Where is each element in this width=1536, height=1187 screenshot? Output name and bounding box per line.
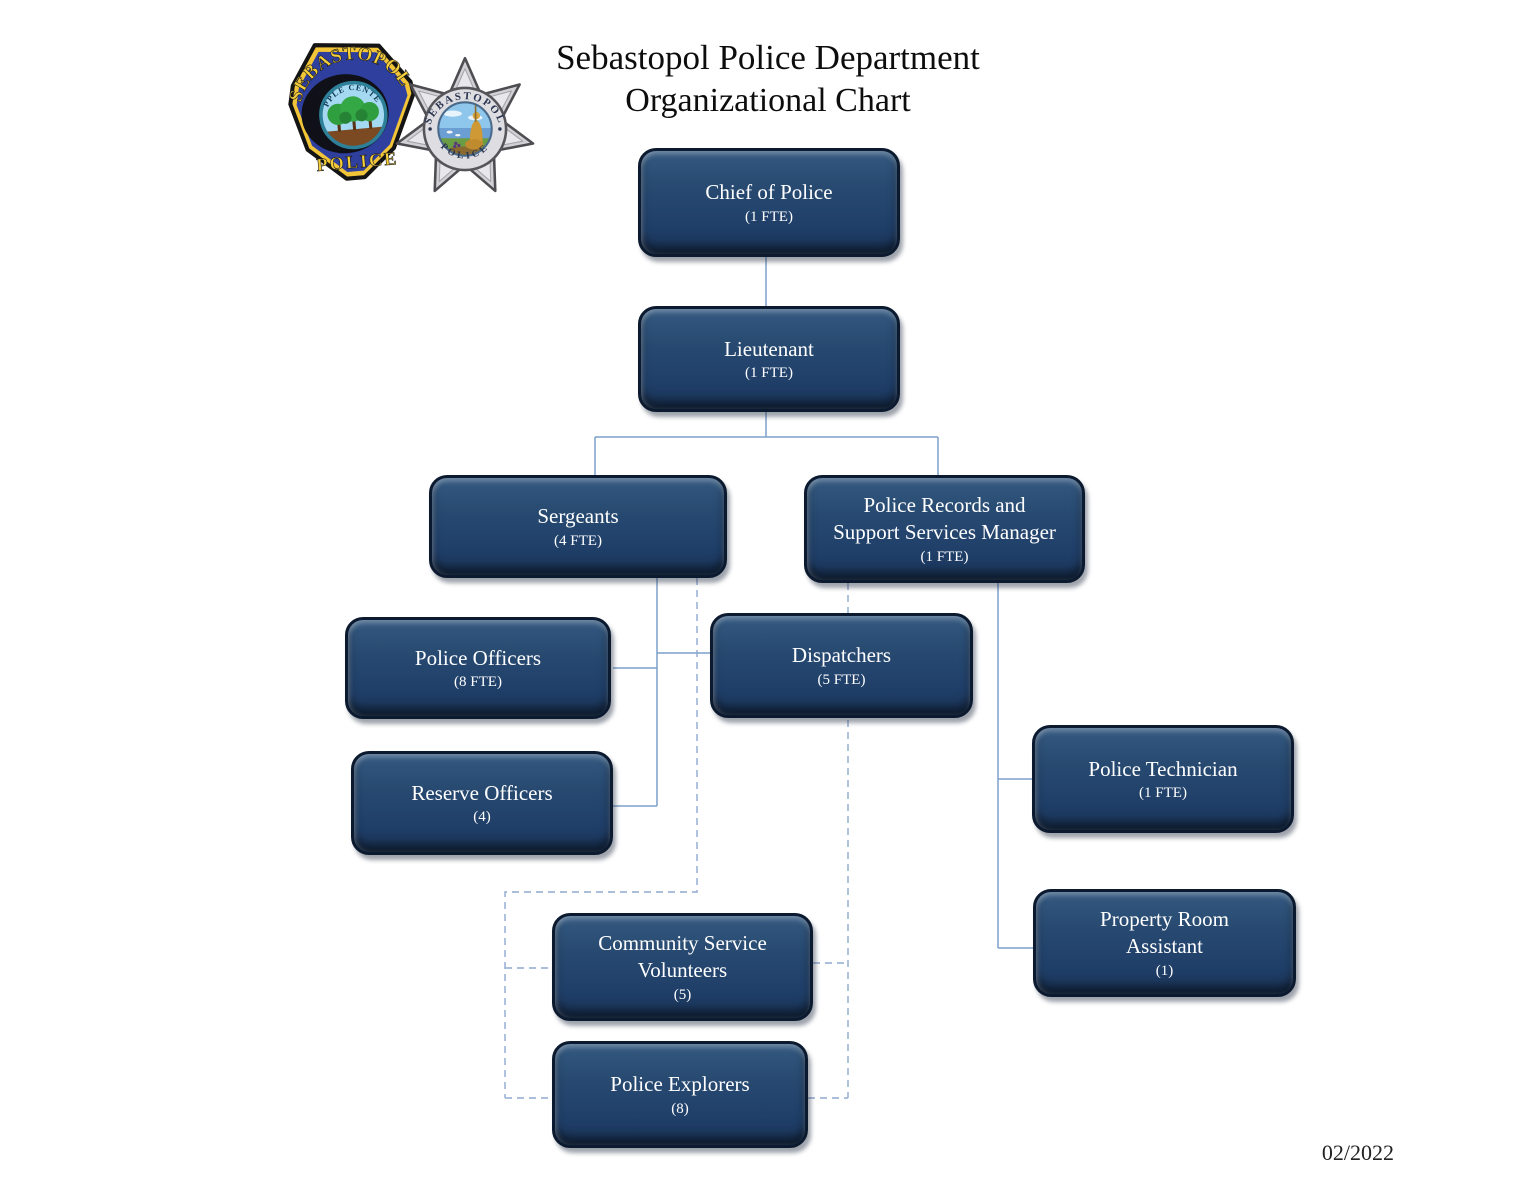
node-count: (5 FTE)	[817, 671, 866, 688]
org-node-property-room-assistant: Property Room Assistant (1)	[1033, 889, 1296, 997]
badge-seal-ring	[437, 101, 493, 157]
node-title: Police Records and Support Services Mana…	[833, 493, 1056, 544]
org-node-records-support-services-manager: Police Records and Support Services Mana…	[804, 475, 1085, 583]
node-count: (1 FTE)	[745, 208, 793, 225]
node-title: Community Service Volunteers	[598, 931, 767, 982]
badge-seal-ground	[438, 138, 492, 150]
patch-seal-ring	[319, 80, 388, 150]
node-title: Dispatchers	[791, 643, 892, 668]
node-title: Reserve Officers	[411, 780, 553, 805]
node-title: Chief of Police	[705, 180, 833, 205]
org-node-police-technician: Police Technician (1 FTE)	[1032, 725, 1294, 833]
node-count: (1 FTE)	[745, 365, 793, 382]
node-count: (1)	[1155, 962, 1174, 979]
node-count: (1 FTE)	[920, 548, 969, 565]
node-count: (8)	[671, 1100, 689, 1117]
org-node-reserve-officers: Reserve Officers (4)	[351, 751, 613, 855]
node-count: (4)	[473, 809, 491, 826]
org-node-dispatchers: Dispatchers (5 FTE)	[710, 613, 973, 718]
node-title: Police Explorers	[610, 1072, 750, 1097]
page-title-line2: Organizational Chart	[625, 82, 911, 119]
connector-lieutenant-split	[594, 412, 939, 475]
connector-dashed-sergeants-volunteers-rail	[504, 578, 698, 1098]
page-title-line1: Sebastopol Police Department	[556, 38, 980, 77]
sebastopol-police-star-badge-logo: SEBASTOPOL POLICE	[395, 56, 535, 193]
sebastopol-police-patch-logo: APPLE CENTER SEBASTOPOL POLICE	[280, 30, 418, 181]
revision-date: 02/2022	[1321, 1140, 1394, 1165]
org-node-police-officers: Police Officers (8 FTE)	[345, 617, 611, 719]
node-count: (1 FTE)	[1139, 785, 1187, 802]
node-count: (4 FTE)	[554, 532, 602, 549]
node-count: (8 FTE)	[454, 674, 502, 691]
node-title: Police Technician	[1088, 756, 1238, 781]
org-node-community-service-volunteers: Community Service Volunteers (5)	[552, 913, 813, 1021]
node-title: Property Room Assistant	[1100, 907, 1229, 958]
org-node-sergeants: Sergeants (4 FTE)	[429, 475, 727, 578]
node-title: Lieutenant	[724, 336, 814, 361]
node-count: (5)	[673, 986, 692, 1003]
node-title: Sergeants	[537, 504, 619, 529]
page-title: Sebastopol Police Department Organizatio…	[0, 36, 1536, 122]
org-node-chief-of-police: Chief of Police (1 FTE)	[638, 148, 900, 257]
node-title: Police Officers	[414, 645, 542, 670]
org-node-police-explorers: Police Explorers (8)	[552, 1041, 808, 1148]
org-node-lieutenant: Lieutenant (1 FTE)	[638, 306, 900, 412]
